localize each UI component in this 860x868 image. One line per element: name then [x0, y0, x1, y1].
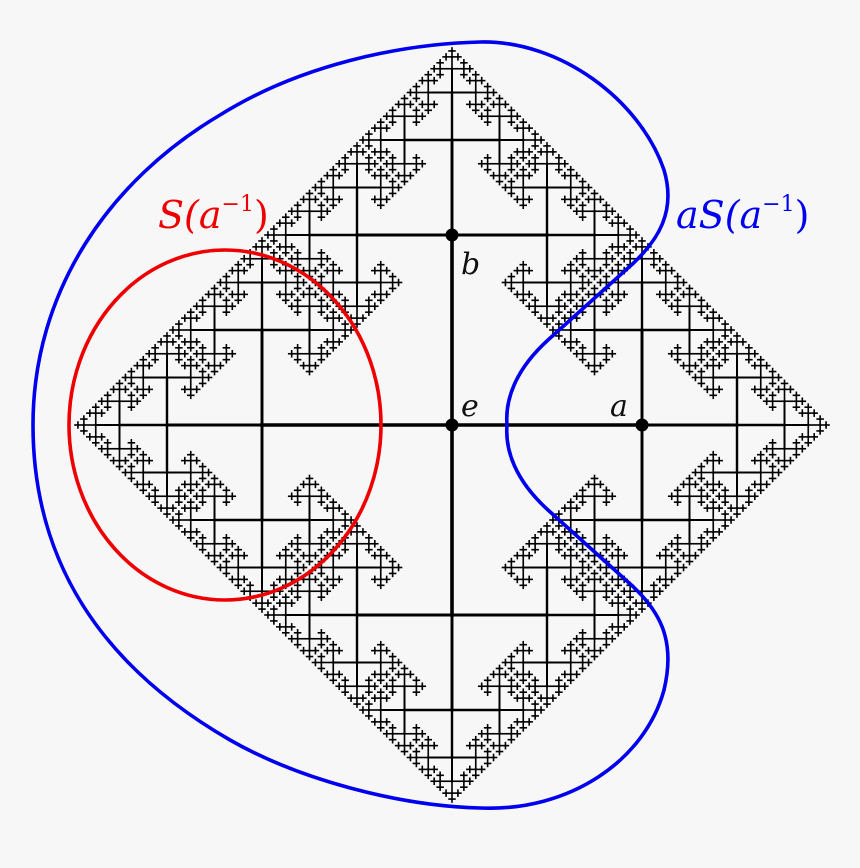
vertex-label-e: e: [461, 389, 479, 424]
vertex-label-b: b: [461, 247, 481, 282]
vertex-dot-a: [635, 418, 649, 432]
label-superscript: −1: [221, 192, 254, 217]
label-main: aS(a: [676, 193, 763, 237]
label-superscript: −1: [762, 192, 795, 217]
vertex-dot-b: [445, 228, 459, 242]
vertex-dot-e: [445, 418, 459, 432]
vertex-label-a: a: [610, 389, 628, 424]
label-close-paren: ): [253, 193, 269, 237]
region-S-a-inverse-boundary: [67, 248, 383, 602]
label-S-a-inverse: S(a−1): [158, 192, 269, 237]
label-aS-a-inverse: aS(a−1): [676, 192, 810, 237]
fractal-tree: [74, 47, 830, 803]
label-main: S(a: [158, 193, 222, 237]
label-close-paren: ): [794, 193, 810, 237]
vertex-markers: [445, 228, 649, 432]
region-aS-a-inverse-boundary: [31, 40, 670, 810]
